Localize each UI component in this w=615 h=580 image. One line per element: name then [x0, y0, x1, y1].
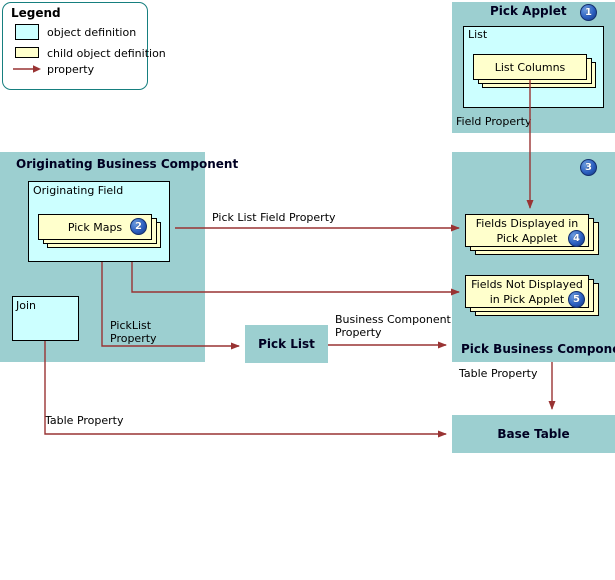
originating-business-component-title: Originating Business Component	[16, 157, 239, 171]
child-object-definition-swatch	[15, 47, 39, 58]
pick-list-box: Pick List	[245, 325, 328, 363]
field-property-label: Field Property	[456, 115, 532, 128]
legend-label-property: property	[47, 63, 95, 76]
edge-label-business-component-property-line1: Business Component	[335, 313, 451, 326]
legend-label-child-object-definition: child object definition	[47, 47, 166, 60]
edge-label-table-property-bottom: Table Property	[45, 414, 124, 427]
base-table-title: Base Table	[497, 427, 570, 441]
badge-1: 1	[580, 4, 597, 21]
legend-title: Legend	[11, 6, 61, 20]
fields-not-displayed-line2: in Pick Applet	[489, 293, 565, 306]
legend-label-object-definition: object definition	[47, 26, 137, 39]
legend-box: Legend object definition child object de…	[2, 2, 166, 90]
pick-list-title: Pick List	[258, 337, 315, 351]
property-arrow-swatch	[13, 65, 41, 73]
fields-displayed-line1: Fields Displayed in	[475, 217, 579, 230]
fields-not-displayed-line1: Fields Not Displayed	[471, 278, 583, 291]
pick-business-component-title: Pick Business Component	[461, 342, 615, 356]
pick-applet-title: Pick Applet	[490, 4, 567, 18]
list-label: List	[468, 28, 488, 41]
join-box	[12, 296, 79, 341]
badge-2: 2	[130, 218, 147, 235]
pick-business-component-container	[452, 152, 615, 362]
badge-5: 5	[568, 291, 585, 308]
picklist-property-label-line2: Property	[110, 332, 157, 345]
wire-join-to-base-table	[44, 341, 447, 438]
list-columns-box: List Columns	[473, 54, 587, 80]
picklist-property-label-line1: PickList	[110, 319, 152, 332]
edge-label-pick-list-field-property: Pick List Field Property	[212, 211, 336, 224]
edge-label-business-component-property-line2: Property	[335, 326, 382, 339]
fields-displayed-line2: Pick Applet	[496, 232, 558, 245]
object-definition-swatch	[15, 24, 39, 40]
badge-3: 3	[580, 159, 597, 176]
base-table-box: Base Table	[452, 415, 615, 453]
wire-originating-field-to-pick-list	[101, 262, 240, 350]
edge-label-table-property-right: Table Property	[459, 367, 538, 380]
originating-field-label: Originating Field	[33, 184, 124, 197]
join-label: Join	[16, 299, 37, 312]
wire-originating-field-to-fields-not-displayed	[131, 262, 460, 296]
badge-4: 4	[568, 230, 585, 247]
